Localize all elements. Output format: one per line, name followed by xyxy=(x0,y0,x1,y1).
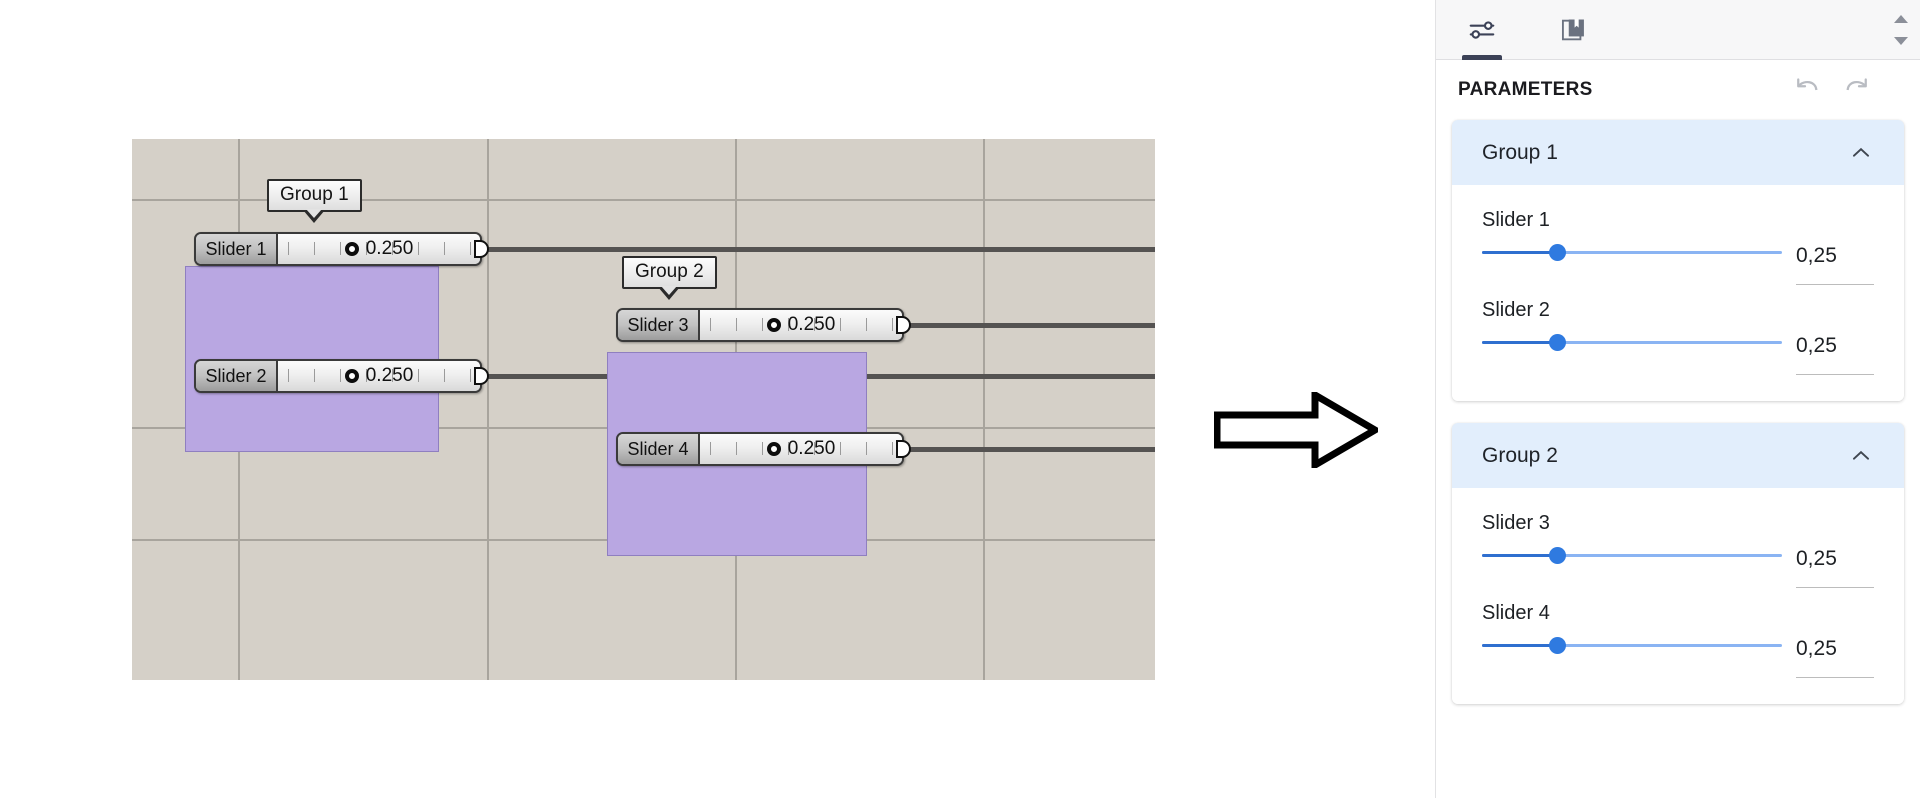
param-slider-3-fill xyxy=(1482,554,1557,557)
canvas-slider-1-track[interactable]: 0.250 xyxy=(278,234,489,264)
canvas-slider-2-label: Slider 2 xyxy=(196,361,278,391)
param-group-1-header[interactable]: Group 1 xyxy=(1452,120,1904,185)
wire-slider-1 xyxy=(457,247,1155,252)
param-label-slider-1: Slider 1 xyxy=(1482,209,1550,231)
param-slider-1[interactable] xyxy=(1482,244,1782,274)
canvas-slider-4-track[interactable]: 0.250 xyxy=(700,434,911,464)
tab-parameters[interactable] xyxy=(1436,0,1528,60)
param-row-slider-2: 0,25 xyxy=(1482,334,1874,375)
param-slider-1-thumb[interactable] xyxy=(1549,244,1566,261)
canvas-slider-4-label: Slider 4 xyxy=(618,434,700,464)
chevron-up-icon xyxy=(1852,147,1870,157)
canvas-slider-2[interactable]: Slider 2 0.250 xyxy=(194,359,489,393)
canvas-slider-1-knob[interactable] xyxy=(344,242,359,256)
chevron-up-icon xyxy=(1852,450,1870,460)
param-slider-4-track[interactable] xyxy=(1482,637,1782,654)
canvas-slider-3-track[interactable]: 0.250 xyxy=(700,310,911,340)
grasshopper-canvas[interactable]: Group 1 Group 2 Slider 1 0.250 Slider 2 xyxy=(132,139,1155,680)
redo-button[interactable] xyxy=(1840,73,1874,107)
canvas-slider-1-label: Slider 1 xyxy=(196,234,278,264)
canvas-slider-2-value: 0.250 xyxy=(365,365,414,386)
param-slider-1-track[interactable] xyxy=(1482,244,1782,261)
param-row-slider-4: 0,25 xyxy=(1482,637,1874,678)
canvas-slider-1[interactable]: Slider 1 0.250 xyxy=(194,232,489,266)
param-label-slider-4: Slider 4 xyxy=(1482,602,1550,624)
grid-line-horizontal xyxy=(132,199,1155,201)
parameters-side-panel: PARAMETERS Group 1 xyxy=(1435,0,1920,798)
undo-button[interactable] xyxy=(1790,73,1824,107)
canvas-slider-4-knob[interactable] xyxy=(766,442,781,456)
param-slider-4-thumb[interactable] xyxy=(1549,637,1566,654)
param-row-slider-3: 0,25 xyxy=(1482,547,1874,588)
triangle-up-icon[interactable] xyxy=(1894,15,1908,23)
canvas-slider-2-knob[interactable] xyxy=(344,369,359,383)
sliders-settings-icon xyxy=(1469,20,1495,39)
canvas-slider-2-output-port[interactable] xyxy=(474,367,489,385)
param-label-slider-3: Slider 3 xyxy=(1482,512,1550,534)
param-slider-3[interactable] xyxy=(1482,547,1782,577)
param-slider-4-fill xyxy=(1482,644,1557,647)
param-group-card-1: Group 1 Slider 1 0,25 Slider 2 xyxy=(1452,120,1904,401)
panel-tabbar xyxy=(1436,0,1920,60)
panel-scroll-arrows xyxy=(1894,0,1908,60)
canvas-slider-1-value: 0.250 xyxy=(365,238,414,259)
param-value-slider-2[interactable]: 0,25 xyxy=(1796,334,1874,375)
canvas-group-2-tag[interactable]: Group 2 xyxy=(622,256,717,301)
param-value-slider-4[interactable]: 0,25 xyxy=(1796,637,1874,678)
undo-arrow-icon xyxy=(1797,78,1818,91)
tab-library[interactable] xyxy=(1528,0,1620,60)
param-group-2-header[interactable]: Group 2 xyxy=(1452,423,1904,488)
param-label-slider-2: Slider 2 xyxy=(1482,299,1550,321)
canvas-slider-3-knob[interactable] xyxy=(766,318,781,332)
panel-header: PARAMETERS xyxy=(1436,60,1920,120)
slider-ticks xyxy=(710,442,893,455)
right-arrow-outline-icon xyxy=(1213,388,1382,473)
grid-line-vertical xyxy=(487,139,489,680)
canvas-slider-3-value: 0.250 xyxy=(787,314,836,335)
page-title: PARAMETERS xyxy=(1458,79,1593,100)
triangle-down-icon[interactable] xyxy=(1894,37,1908,45)
canvas-group-1-tag[interactable]: Group 1 xyxy=(267,179,362,224)
param-value-slider-3[interactable]: 0,25 xyxy=(1796,547,1874,588)
canvas-slider-3-label: Slider 3 xyxy=(618,310,700,340)
canvas-slider-4-output-port[interactable] xyxy=(896,440,911,458)
canvas-slider-3-output-port[interactable] xyxy=(896,316,911,334)
param-slider-2[interactable] xyxy=(1482,334,1782,364)
param-slider-3-track[interactable] xyxy=(1482,547,1782,564)
param-group-2-body: Slider 3 0,25 Slider 4 xyxy=(1452,488,1904,704)
redo-arrow-icon xyxy=(1846,78,1867,91)
canvas-slider-2-track[interactable]: 0.250 xyxy=(278,361,489,391)
param-group-1-name: Group 1 xyxy=(1482,140,1558,164)
canvas-slider-3[interactable]: Slider 3 0.250 xyxy=(616,308,911,342)
slider-ticks xyxy=(288,242,471,255)
slider-ticks xyxy=(288,369,471,382)
grid-line-vertical xyxy=(983,139,985,680)
param-slider-2-track[interactable] xyxy=(1482,334,1782,351)
tab-active-underline xyxy=(1462,54,1502,60)
slider-ticks xyxy=(710,318,893,331)
canvas-slider-4-value: 0.250 xyxy=(787,438,836,459)
param-slider-3-thumb[interactable] xyxy=(1549,547,1566,564)
wire-slider-4 xyxy=(877,447,1155,452)
canvas-slider-4[interactable]: Slider 4 0.250 xyxy=(616,432,911,466)
param-slider-1-fill xyxy=(1482,251,1557,254)
param-slider-4[interactable] xyxy=(1482,637,1782,667)
param-group-1-body: Slider 1 0,25 Slider 2 xyxy=(1452,185,1904,401)
param-group-2-name: Group 2 xyxy=(1482,443,1558,467)
param-slider-2-fill xyxy=(1482,341,1557,344)
param-value-slider-1[interactable]: 0,25 xyxy=(1796,244,1874,285)
book-bookmark-icon xyxy=(1561,19,1584,40)
param-row-slider-1: 0,25 xyxy=(1482,244,1874,285)
param-slider-2-thumb[interactable] xyxy=(1549,334,1566,351)
param-group-card-2: Group 2 Slider 3 0,25 Slider 4 xyxy=(1452,423,1904,704)
wire-slider-3 xyxy=(877,323,1155,328)
canvas-slider-1-output-port[interactable] xyxy=(474,240,489,258)
